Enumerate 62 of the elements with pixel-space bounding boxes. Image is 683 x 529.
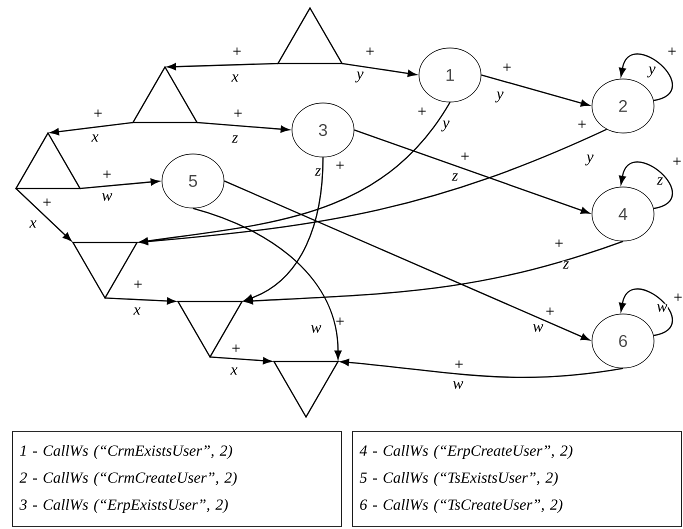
edge-label: w <box>101 192 113 202</box>
arrow <box>139 102 451 245</box>
sign-label: + <box>234 109 242 117</box>
sign-label: + <box>546 307 554 315</box>
sign-label: + <box>336 317 344 325</box>
arrow <box>104 297 176 305</box>
edge-label: x <box>230 366 238 376</box>
arrow <box>50 122 134 136</box>
edge-label: w <box>452 380 464 390</box>
sign-label: + <box>232 344 240 352</box>
arrow <box>224 180 590 341</box>
arrow <box>16 188 72 242</box>
sign-label: + <box>233 47 241 55</box>
sign-label: + <box>103 170 111 178</box>
sign-label: + <box>503 63 511 71</box>
sign-label: + <box>94 109 102 117</box>
arrow <box>342 62 417 77</box>
arrow <box>192 208 342 360</box>
arrow <box>167 62 278 70</box>
sign-label: + <box>461 152 469 160</box>
sign-label: + <box>134 280 142 288</box>
edge-label: x <box>28 220 38 228</box>
edge-label: x <box>90 134 100 142</box>
loop-arrow <box>618 53 673 102</box>
sign-label: + <box>43 198 51 206</box>
legend-box: 4 - CallWs (“ErpCreateUser”, 2) 5 - CallWs (“TsExistsUser”, 2) 6 - CallWs (“TsCreateUser”, 2) <box>352 431 682 527</box>
edge-label: z <box>656 176 664 186</box>
sign-label: + <box>336 161 344 169</box>
edge-label: y <box>441 120 450 132</box>
edge-label: w <box>656 304 668 312</box>
sign-label: + <box>668 47 676 55</box>
arrow <box>210 356 272 364</box>
sign-label: + <box>578 120 586 128</box>
arrow <box>354 129 590 214</box>
arrow <box>139 128 607 246</box>
arrow <box>80 178 160 190</box>
loop-arrow <box>618 161 673 210</box>
edge-label: w <box>310 324 322 334</box>
sign-label: + <box>555 239 563 247</box>
arrow <box>197 122 290 133</box>
arrow <box>244 240 624 304</box>
edge-label: x <box>132 306 142 316</box>
edge-label: y <box>495 91 504 103</box>
legend-box: 1 - CallWs (“CrmExistsUser”, 2) 2 - CallWs (“CrmCreateUser”, 2) 3 - CallWs (“ErpExistsUser”, 2) <box>12 431 342 527</box>
edge-label: z <box>562 260 570 270</box>
sign-label: + <box>674 293 682 301</box>
arrow <box>340 358 624 378</box>
sign-label: + <box>673 157 681 165</box>
edge-label: x <box>230 74 240 82</box>
edge-label: z <box>314 168 322 176</box>
loop-arrow <box>618 288 673 336</box>
edge-label: y <box>647 66 656 78</box>
sign-label: + <box>455 360 463 368</box>
edge-label: w <box>532 324 544 332</box>
edge-label: z <box>451 172 459 182</box>
edge-label: z <box>231 134 239 144</box>
arrow <box>244 157 324 302</box>
sign-label: + <box>366 47 374 55</box>
edge-label: y <box>585 154 594 166</box>
arrow <box>481 74 590 107</box>
sign-label: + <box>418 107 426 115</box>
edge-label: y <box>355 71 364 83</box>
